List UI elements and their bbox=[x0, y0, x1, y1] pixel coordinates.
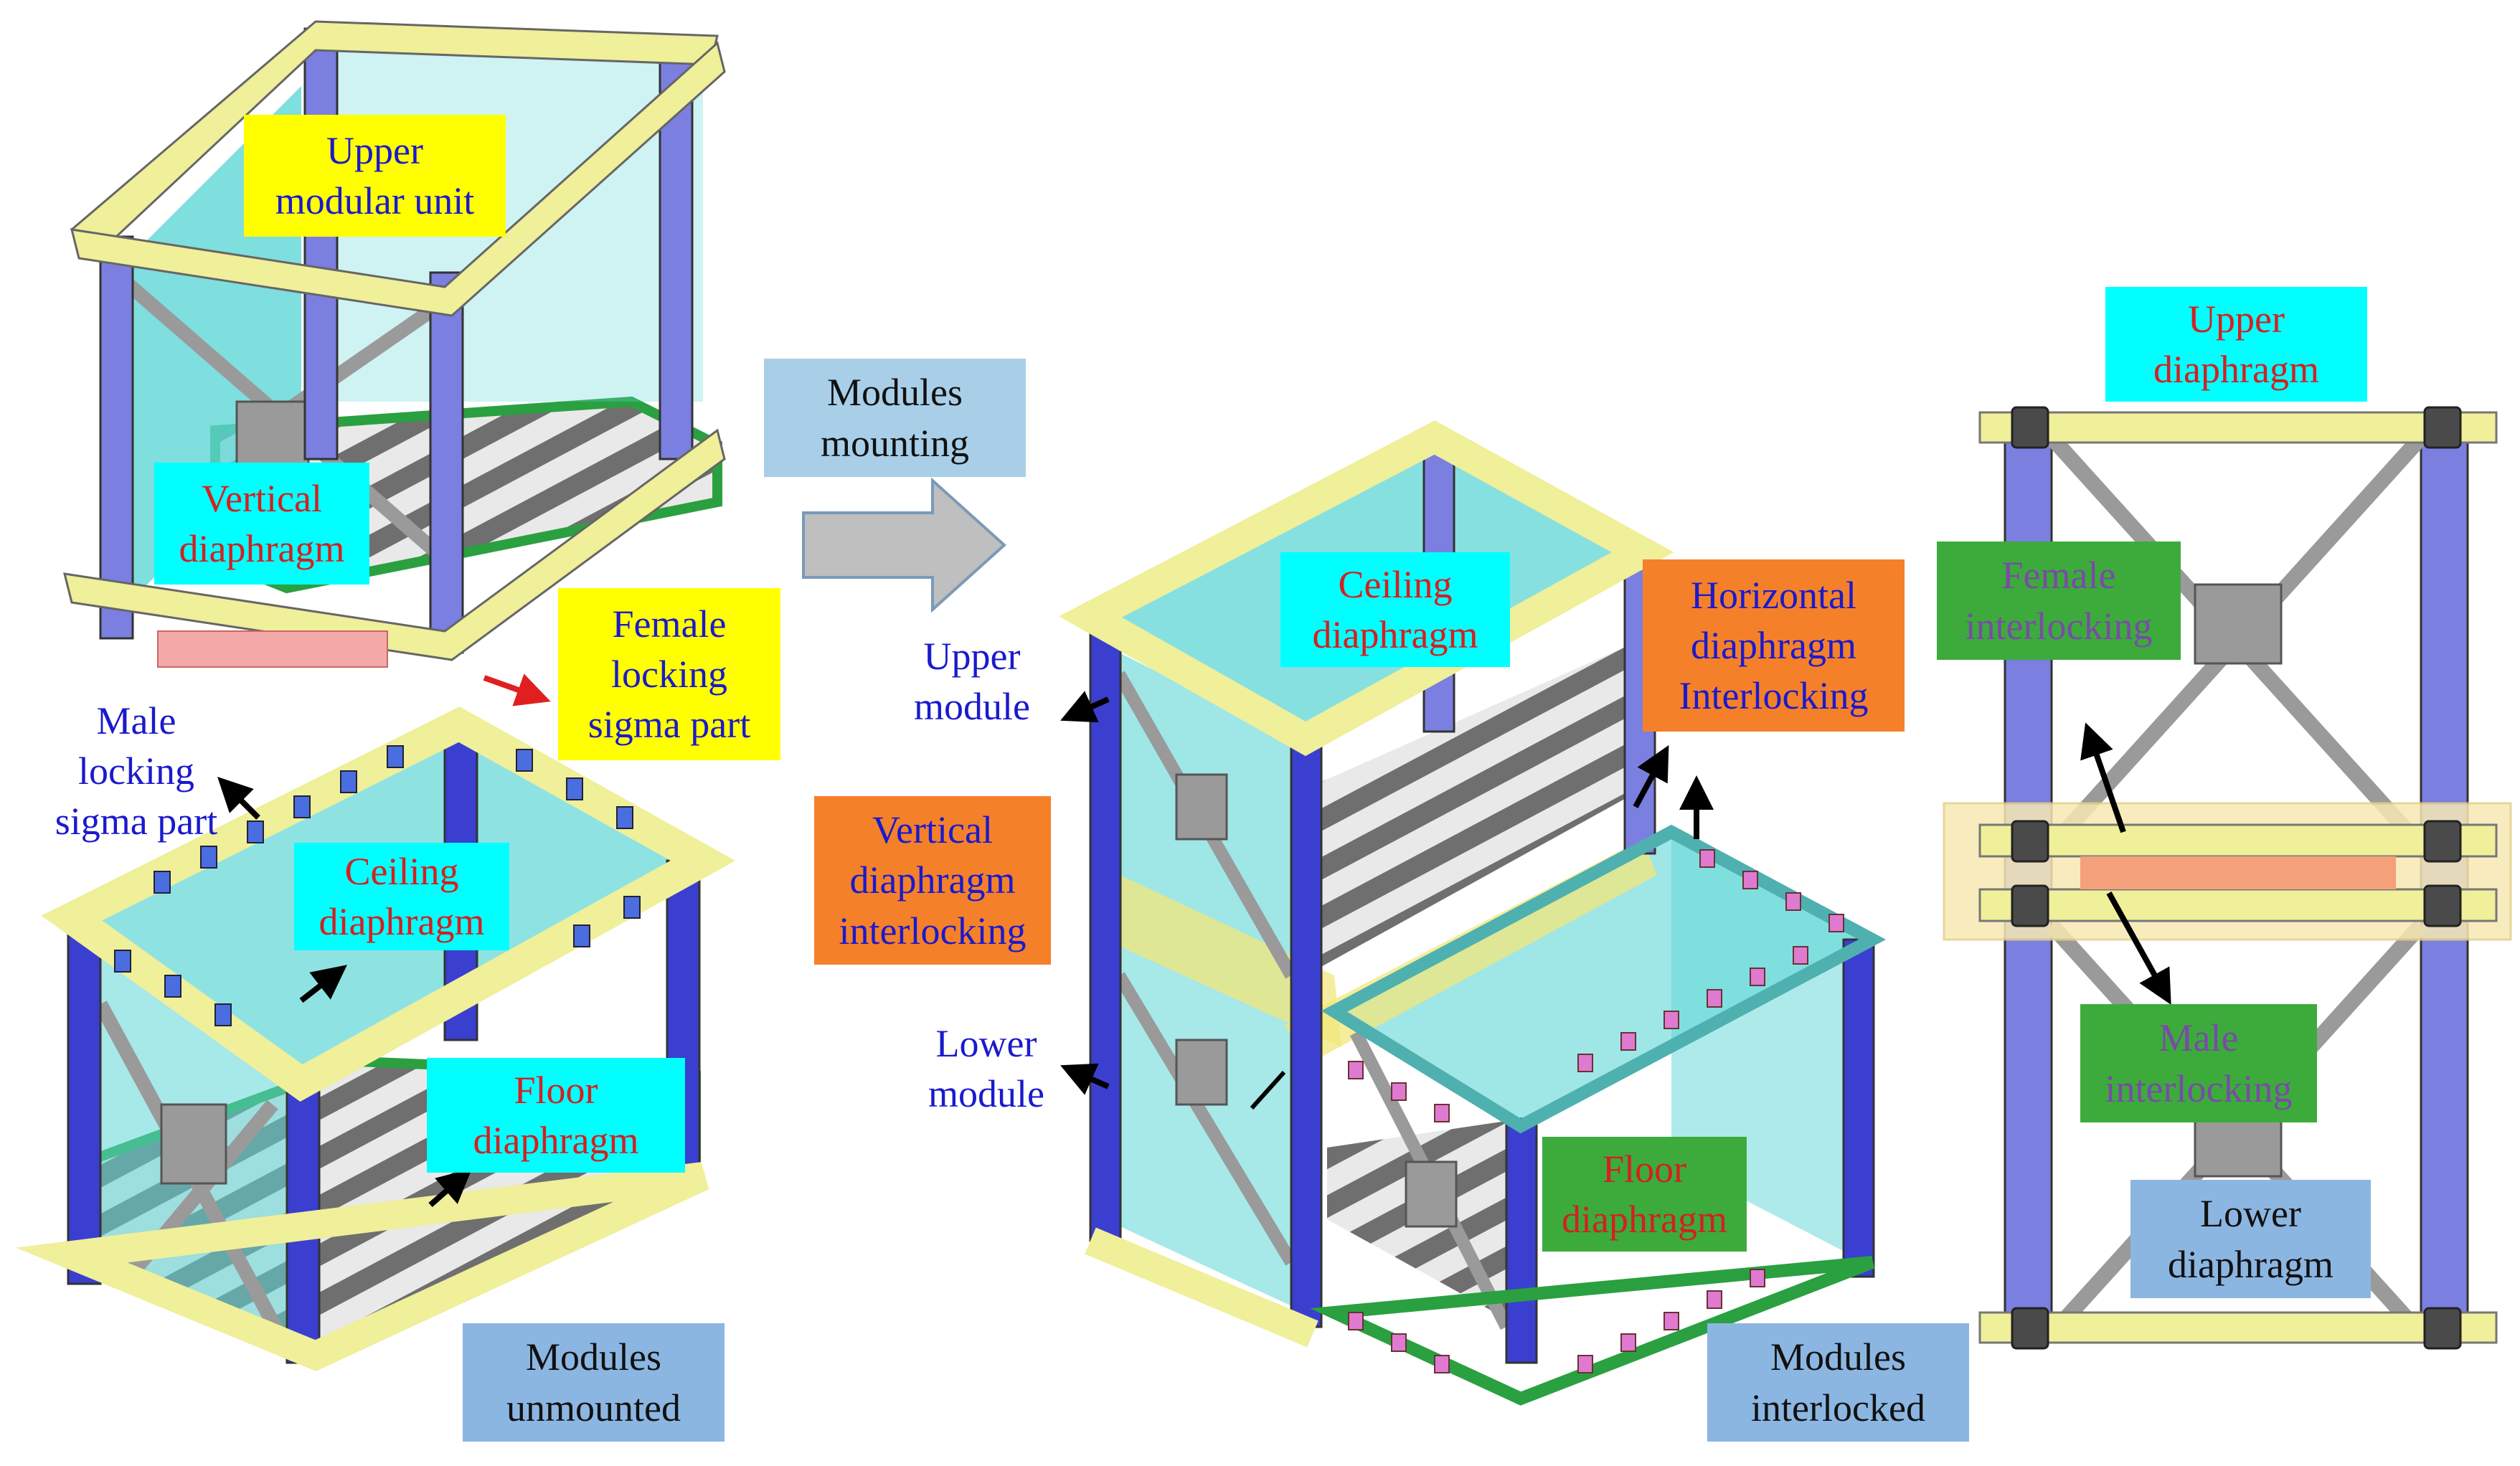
lower-unit-bottom-beam bbox=[16, 1162, 709, 1371]
male-sigma-tabs bbox=[114, 745, 641, 1026]
stack-column bbox=[1505, 1117, 1538, 1364]
upper-module-floor bbox=[1306, 645, 1643, 975]
vertical-interlocking-zone bbox=[1105, 868, 1341, 1047]
elevation-interlock-upper-beam bbox=[1978, 823, 2498, 858]
elevation-interlock-lower-beam bbox=[1978, 888, 2498, 922]
stack-gusset-plate bbox=[1175, 1039, 1228, 1106]
upper-unit-top-beam bbox=[70, 41, 726, 317]
female-sigma-parts bbox=[157, 630, 388, 668]
right-module-top-beam bbox=[1321, 824, 1887, 1134]
elevation-upper-gusset bbox=[2194, 583, 2283, 665]
upper-module-arrow bbox=[1060, 691, 1110, 723]
male-interlocking-arrow bbox=[2106, 892, 2171, 1005]
elevation-node-plates bbox=[2011, 406, 2462, 1350]
stack-upper-top-beam bbox=[1059, 420, 1674, 757]
upper-unit-column bbox=[99, 235, 134, 640]
female-locking-arrow bbox=[483, 673, 551, 706]
lower-unit-column bbox=[67, 924, 102, 1285]
stack-gusset-plate bbox=[1405, 1160, 1458, 1228]
horizontal-interlocking-arrow bbox=[1633, 744, 1669, 808]
stack-gusset-plate bbox=[1175, 773, 1228, 841]
lower-module-arrow bbox=[1060, 1063, 1110, 1095]
lower-unit-top-beam bbox=[41, 706, 736, 1102]
stack-column bbox=[1290, 737, 1323, 1328]
stack-column bbox=[1842, 938, 1875, 1278]
upper-unit-column bbox=[303, 27, 339, 460]
mounting-arrow bbox=[802, 477, 1006, 613]
elevation-interlock-core bbox=[2080, 856, 2396, 889]
right-module-bottom-beam bbox=[1309, 1256, 1875, 1406]
lower-unit-gusset-plate bbox=[160, 1103, 227, 1185]
pink-sigma-tabs bbox=[1348, 849, 1844, 1373]
upper-unit-column bbox=[429, 271, 464, 654]
stack-lower-bottom-beam bbox=[1085, 1227, 1318, 1348]
female-interlocking-arrow bbox=[2080, 722, 2126, 833]
elevation-drawing bbox=[1943, 406, 2512, 1350]
vertical-interlocking-arrow bbox=[1250, 1070, 1286, 1110]
interlocked-modules-drawing bbox=[1059, 420, 1887, 1406]
elevation-lower-diaphragm-beam bbox=[1978, 1311, 2498, 1344]
upper-unit-bottom-beam bbox=[62, 428, 726, 661]
stack-brace bbox=[1113, 972, 1297, 1266]
ceiling-diaphragm-left-arrow bbox=[299, 965, 347, 1003]
elevation-upper-diaphragm-beam bbox=[1978, 411, 2498, 444]
floor-diaphragm-left-arrow bbox=[428, 1168, 473, 1208]
male-locking-arrow bbox=[217, 777, 260, 820]
